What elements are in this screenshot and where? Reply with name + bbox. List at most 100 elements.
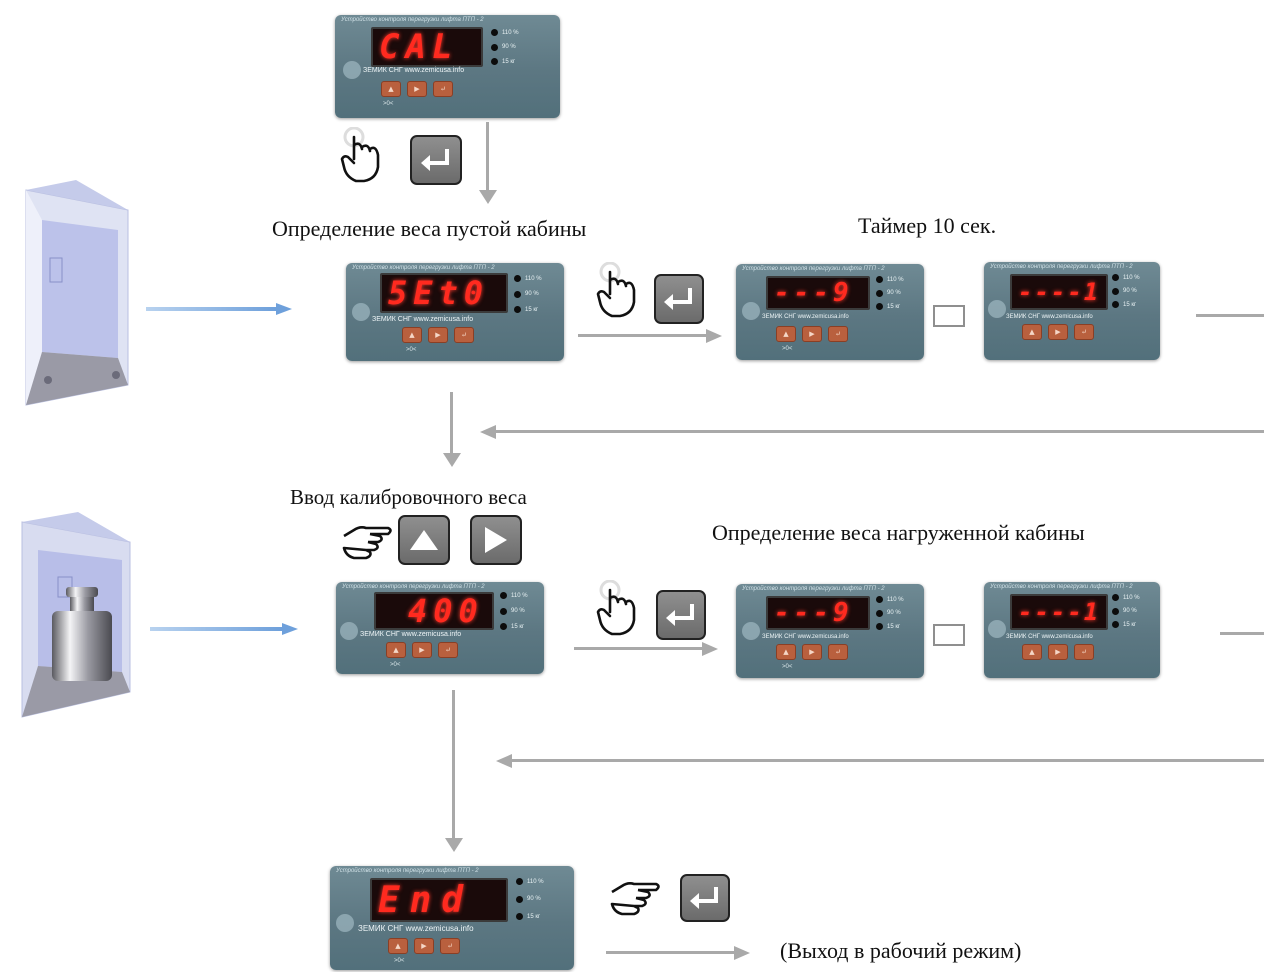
display-weight-400: 400 (374, 592, 494, 630)
display-countdown-1b: ----1 (1010, 594, 1108, 630)
arrowhead-400-down (445, 838, 463, 852)
enter-key-icon (656, 590, 706, 640)
device-right-button: ▶ (407, 81, 427, 97)
zero-label: >0< (383, 101, 394, 107)
brand-logo (340, 622, 358, 640)
device-buttons: ▲ ▶ ↵ (386, 642, 458, 658)
display-readout: ---9 (774, 278, 853, 308)
arrow-return-row-1 (494, 430, 1264, 433)
arrow-to-countdown-2 (574, 647, 704, 650)
device-set0: Устройство контроля перегрузки лифта ПТП… (346, 263, 564, 361)
display-readout: End (378, 879, 474, 921)
right-arrow-key-icon (470, 515, 522, 565)
display-readout: ----1 (1018, 278, 1101, 306)
device-buttons: ▲ ▶ ↵ (776, 644, 848, 660)
led-indicators: 110 % 90 % 15 кг (1112, 274, 1140, 308)
led-indicators: 110 % 90 % 15 кг (876, 596, 904, 630)
press-hand-icon (596, 580, 636, 636)
ellipsis-box (933, 624, 965, 646)
device-enter-button: ↵ (433, 81, 453, 97)
device-enter-button: ↵ (828, 644, 848, 660)
device-cal: Устройство контроля перегрузки лифта ПТП… (335, 15, 560, 118)
device-model-text: Устройство контроля перегрузки лифта ПТП… (341, 17, 484, 23)
caption-calib-weight: Ввод калибровочного веса (290, 485, 527, 509)
display-countdown-9b: ---9 (766, 596, 870, 630)
device-buttons: ▲ ▶ ↵ (388, 938, 460, 954)
arrowhead-countdown-2 (702, 642, 718, 656)
display-countdown-1: ----1 (1010, 274, 1108, 310)
caption-timer: Таймер 10 сек. (858, 213, 997, 238)
arrow-exit-row-2 (1220, 632, 1264, 635)
device-enter-button: ↵ (454, 327, 474, 343)
device-buttons: ▲ ▶ ↵ (402, 327, 474, 343)
brand-logo (352, 303, 370, 321)
blue-arrow-loaded-cabin (150, 627, 282, 631)
device-right-button: ▶ (414, 938, 434, 954)
caption-exit: (Выход в рабочий режим) (780, 938, 1022, 963)
device-enter-button: ↵ (1074, 324, 1094, 340)
device-buttons: ▲ ▶ ↵ (381, 81, 453, 97)
display-readout: ----1 (1018, 598, 1101, 626)
device-enter-button: ↵ (1074, 644, 1094, 660)
enter-key-icon (654, 274, 704, 324)
device-countdown-1: Устройство контроля перегрузки лифта ПТП… (984, 262, 1160, 360)
device-buttons: ▲ ▶ ↵ (776, 326, 848, 342)
device-right-button: ▶ (1048, 644, 1068, 660)
brand-logo (742, 302, 760, 320)
blue-arrowhead-2 (282, 623, 298, 635)
caption-loaded-cabin: Определение веса нагруженной кабины (712, 520, 1085, 545)
device-countdown-1b: Устройство контроля перегрузки лифта ПТП… (984, 582, 1160, 678)
brand-logo (343, 61, 361, 79)
display-set0: 5Et0 (380, 273, 508, 313)
empty-cabin-icon (25, 180, 129, 406)
blue-arrow-empty-cabin (146, 307, 276, 311)
up-arrow-key-icon (398, 515, 450, 565)
brand-logo (336, 914, 354, 932)
arrowhead-exit (734, 946, 750, 960)
arrow-set0-down (450, 392, 453, 454)
device-up-button: ▲ (776, 644, 796, 660)
pointing-hand-icon (342, 526, 392, 560)
led-indicators: 110 % 90 % 15 кг (491, 29, 519, 65)
press-hand-icon (340, 127, 380, 183)
device-up-button: ▲ (381, 81, 401, 97)
display-cal: CAL (371, 27, 483, 67)
calibration-weight-icon (52, 587, 112, 681)
device-countdown-9b: Устройство контроля перегрузки лифта ПТП… (736, 584, 924, 678)
arrowhead-return-2 (496, 754, 512, 768)
device-countdown-9: Устройство контроля перегрузки лифта ПТП… (736, 264, 924, 360)
display-readout: 400 (408, 592, 484, 630)
display-countdown-9: ---9 (766, 276, 870, 310)
device-buttons: ▲ ▶ ↵ (1022, 324, 1094, 340)
device-enter-button: ↵ (438, 642, 458, 658)
arrowhead-return-1 (480, 425, 496, 439)
led-indicators: 110 % 90 % 15 кг (1112, 594, 1140, 628)
brand-logo (742, 622, 760, 640)
arrow-to-exit (606, 951, 736, 954)
device-up-button: ▲ (386, 642, 406, 658)
device-right-button: ▶ (802, 326, 822, 342)
led-indicators: 110 % 90 % 15 кг (500, 592, 528, 630)
arrowhead-cal-down (479, 190, 497, 204)
display-readout: ---9 (774, 598, 853, 628)
device-up-button: ▲ (388, 938, 408, 954)
device-up-button: ▲ (1022, 324, 1042, 340)
device-up-button: ▲ (1022, 644, 1042, 660)
display-readout: CAL (379, 27, 459, 67)
enter-key-icon (680, 874, 730, 922)
display-end: End (370, 878, 508, 922)
arrow-400-down (452, 690, 455, 840)
device-right-button: ▶ (1048, 324, 1068, 340)
press-hand-icon (596, 262, 636, 318)
brand-text: ЗЕМИК СНГ www.zemicusa.info (363, 67, 465, 74)
arrowhead-set0-down (443, 453, 461, 467)
arrowhead-countdown-1 (706, 329, 722, 343)
device-enter-button: ↵ (828, 326, 848, 342)
device-enter-button: ↵ (440, 938, 460, 954)
brand-logo (988, 620, 1006, 638)
device-right-button: ▶ (802, 644, 822, 660)
arrow-return-row-2 (510, 759, 1264, 762)
arrow-to-countdown-1 (578, 334, 708, 337)
device-buttons: ▲ ▶ ↵ (1022, 644, 1094, 660)
arrow-cal-down (486, 122, 489, 192)
